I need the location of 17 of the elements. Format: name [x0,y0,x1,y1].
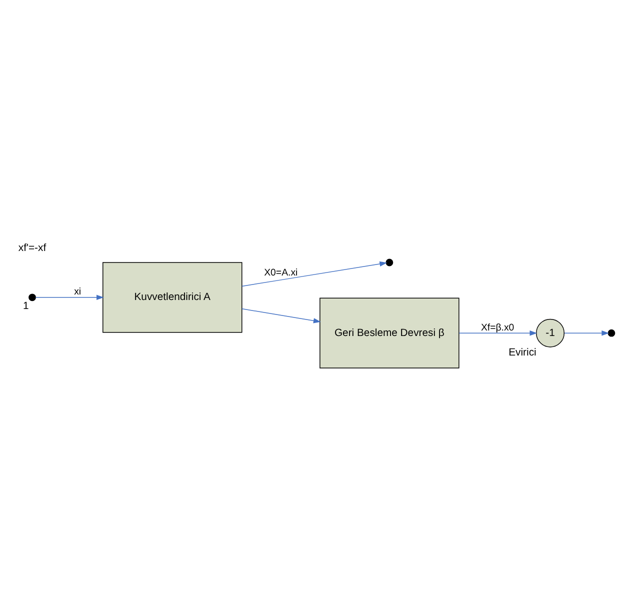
node-box: Kuvvetlendirici A [102,262,242,333]
arrow [564,330,610,336]
edge-label: Xf=β.x0 [480,322,514,334]
node-label: Evirici [508,347,536,358]
arrow [458,330,538,336]
node-circle [608,329,616,337]
arrow [242,308,321,324]
node-label: 1 [23,301,29,312]
node-box: Geri Besleme Devresi β [320,298,460,368]
arrow [35,294,104,300]
arrow [242,261,388,287]
edge-label: X0=A.xi [264,267,298,278]
node-circle: -1 [536,318,565,348]
node-circle [386,258,394,266]
edge-label: xi [74,286,82,298]
label: xf'=-xf [18,243,46,254]
node-circle [28,294,36,302]
